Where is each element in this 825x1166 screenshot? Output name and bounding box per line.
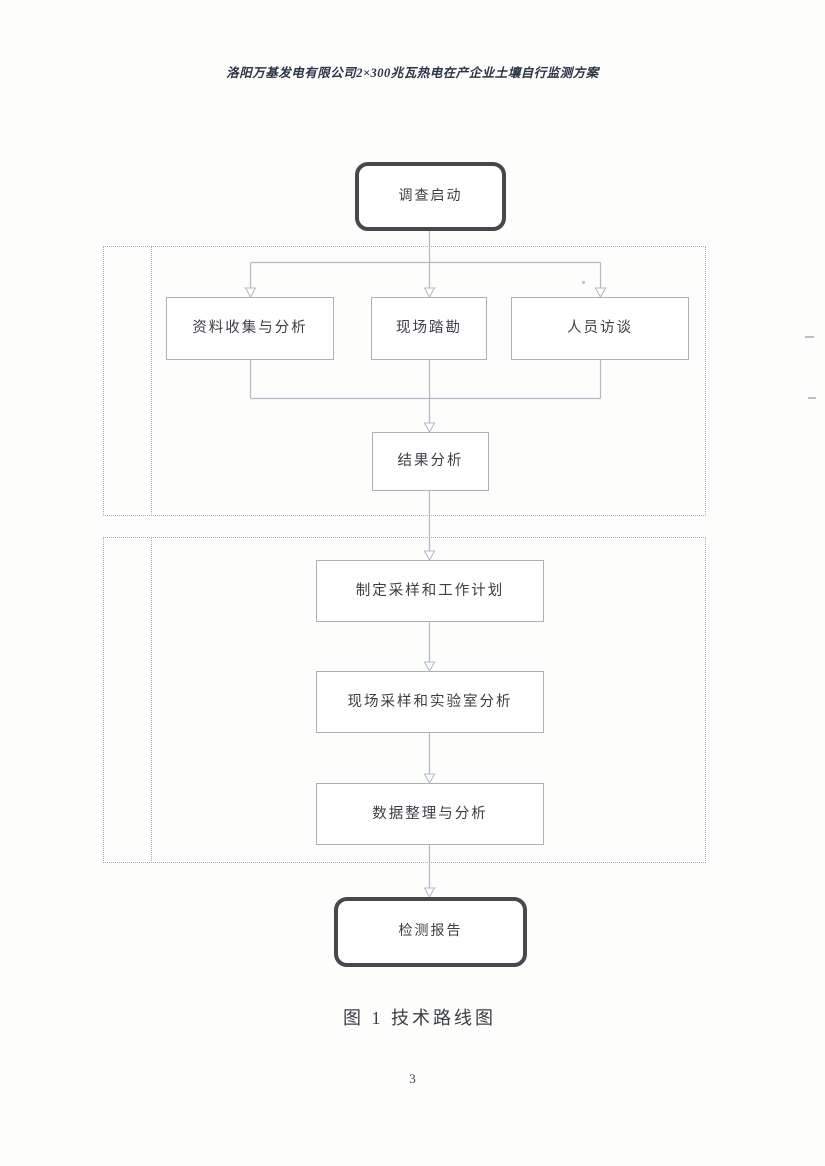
node-label: 结果分析 xyxy=(397,453,464,470)
node-label: 现场踏勘 xyxy=(396,320,462,337)
node-data-collection-analysis: 资料收集与分析 xyxy=(166,297,334,360)
node-data-organization-analysis: 数据整理与分析 xyxy=(316,783,544,845)
node-label: 检测报告 xyxy=(398,924,463,939)
node-personnel-interviews: 人员访谈 xyxy=(511,297,689,360)
page-number: 3 xyxy=(409,1071,416,1086)
node-label: 数据整理与分析 xyxy=(372,805,488,822)
node-survey-start: 调查启动 xyxy=(355,162,506,231)
node-sampling-work-plan: 制定采样和工作计划 xyxy=(316,560,544,622)
phase2-group-outline xyxy=(103,537,706,863)
scan-artifact-dash xyxy=(808,397,816,399)
phase1-left-column-divider xyxy=(151,246,152,516)
node-site-reconnaissance: 现场踏勘 xyxy=(371,297,487,360)
node-label: 制定采样和工作计划 xyxy=(355,582,505,599)
node-result-analysis: 结果分析 xyxy=(372,432,489,491)
node-label: 资料收集与分析 xyxy=(192,320,308,337)
figure-caption: 图 1 技术路线图 xyxy=(343,1008,496,1028)
node-label: 人员访谈 xyxy=(567,320,633,337)
scan-artifact-dash xyxy=(805,336,814,338)
phase2-left-column-divider xyxy=(151,537,152,863)
arrowhead-icon xyxy=(423,887,436,899)
node-test-report: 检测报告 xyxy=(334,897,527,967)
node-label: 调查启动 xyxy=(398,188,463,204)
node-label: 现场采样和实验室分析 xyxy=(347,693,513,710)
phase1-group-outline xyxy=(103,246,706,516)
page-header-title: 洛阳万基发电有限公司2×300兆瓦热电在产企业土壤自行监测方案 xyxy=(226,66,599,80)
scan-artifact-dot xyxy=(582,281,585,284)
node-field-sampling-lab-analysis: 现场采样和实验室分析 xyxy=(316,671,544,733)
